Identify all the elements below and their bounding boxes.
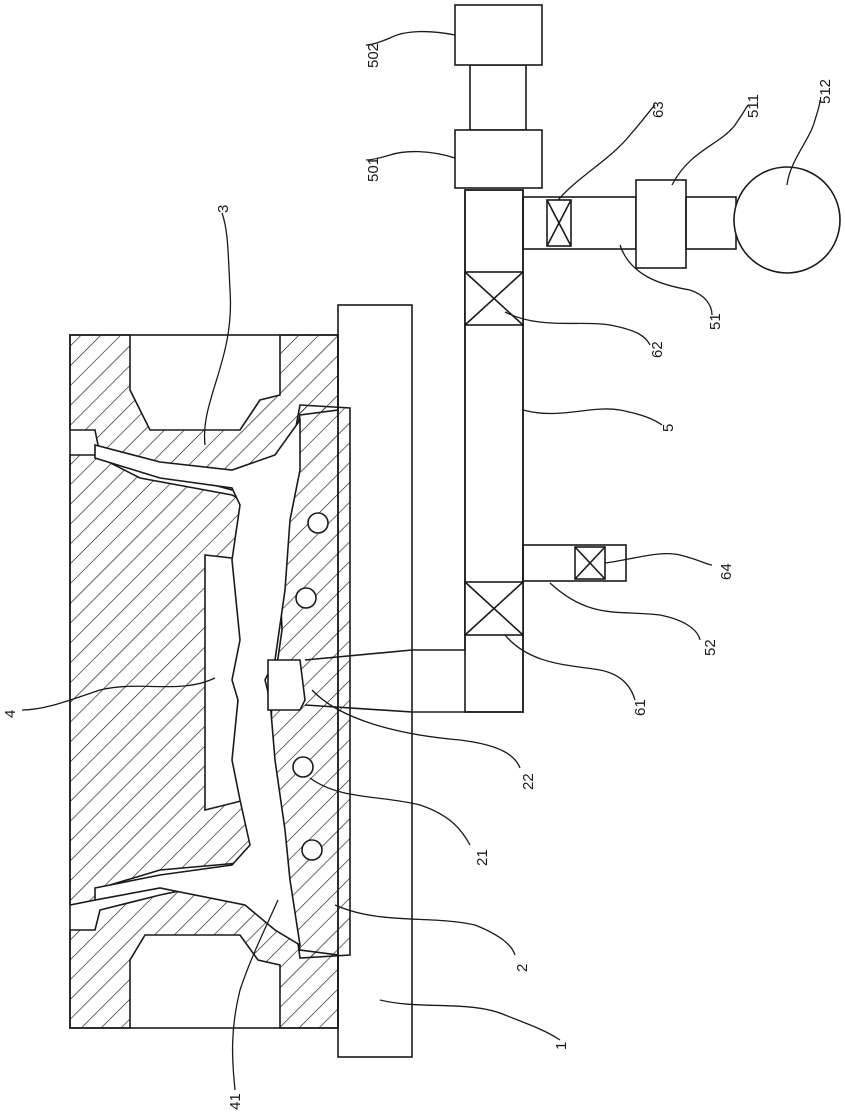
leader-52 bbox=[550, 583, 700, 640]
label-501: 501 bbox=[365, 157, 382, 182]
label-21: 21 bbox=[474, 849, 491, 866]
label-64: 64 bbox=[718, 563, 735, 580]
label-1: 1 bbox=[553, 1042, 570, 1050]
cooling-hole bbox=[302, 840, 322, 860]
label-511: 511 bbox=[745, 94, 762, 118]
component-501 bbox=[455, 130, 542, 188]
branch-pipe-51 bbox=[523, 197, 636, 249]
leader-5 bbox=[523, 409, 662, 425]
label-41: 41 bbox=[227, 1093, 244, 1110]
cooling-hole bbox=[308, 513, 328, 533]
valve-64 bbox=[575, 547, 605, 579]
connector-pipe bbox=[686, 197, 736, 249]
cooling-hole bbox=[296, 588, 316, 608]
label-63: 63 bbox=[650, 101, 667, 118]
label-5: 5 bbox=[660, 424, 677, 432]
label-51: 51 bbox=[707, 313, 724, 330]
leader-61 bbox=[505, 635, 635, 700]
label-22: 22 bbox=[520, 773, 537, 790]
valve-63 bbox=[547, 200, 571, 246]
valve-62 bbox=[465, 272, 523, 325]
injection-nozzle bbox=[268, 660, 305, 710]
leader-64 bbox=[605, 554, 712, 565]
label-52: 52 bbox=[702, 639, 719, 656]
label-512: 512 bbox=[817, 79, 834, 104]
leader-3 bbox=[205, 213, 231, 445]
pipe-segment-upper bbox=[470, 65, 526, 130]
label-62: 62 bbox=[649, 341, 666, 358]
leader-62 bbox=[505, 312, 650, 345]
label-2: 2 bbox=[514, 964, 531, 972]
valve-61 bbox=[465, 582, 523, 635]
label-502: 502 bbox=[365, 43, 382, 68]
label-3: 3 bbox=[215, 205, 232, 213]
component-511 bbox=[636, 180, 686, 268]
label-61: 61 bbox=[632, 699, 649, 716]
cooling-hole bbox=[293, 757, 313, 777]
label-4: 4 bbox=[2, 710, 19, 718]
leader-511 bbox=[672, 105, 748, 185]
component-502 bbox=[455, 5, 542, 65]
